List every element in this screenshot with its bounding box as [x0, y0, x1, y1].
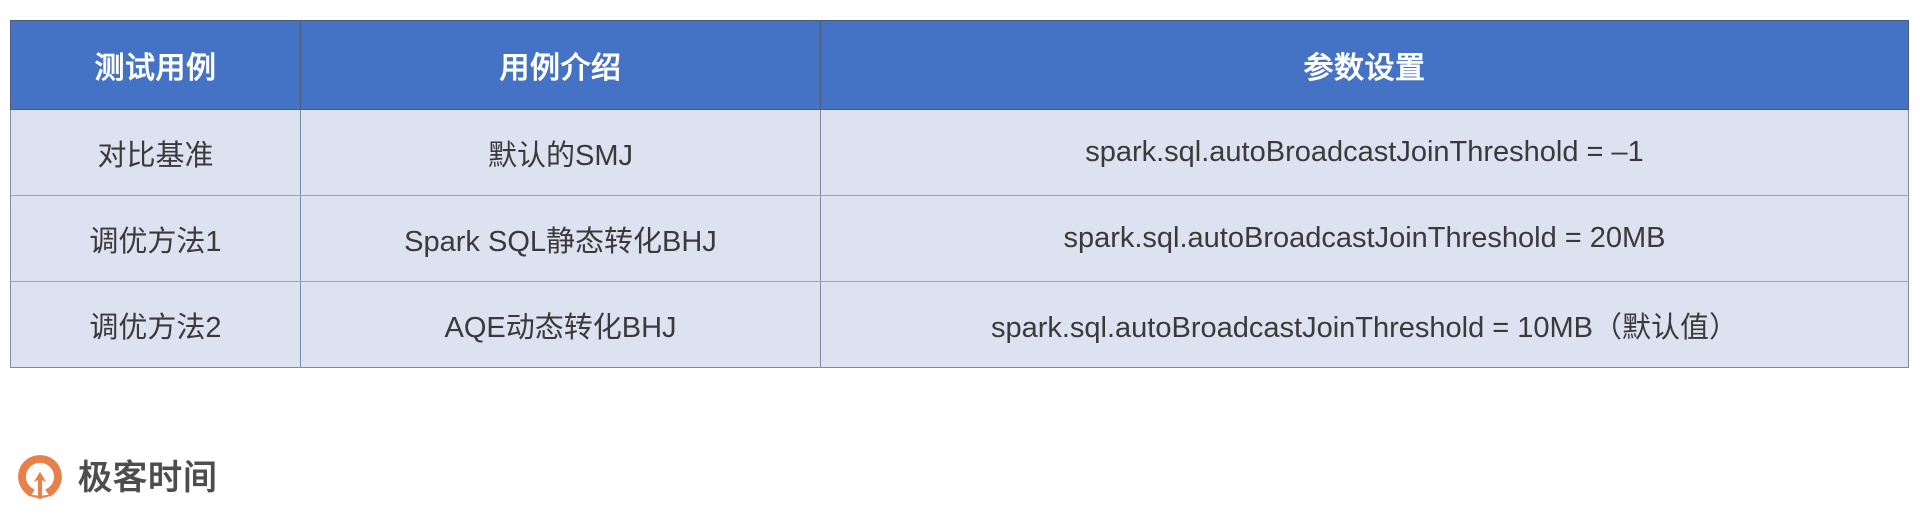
- cell-parameter-settings: spark.sql.autoBroadcastJoinThreshold = 2…: [820, 195, 1909, 282]
- cell-test-case: 调优方法2: [10, 281, 301, 368]
- cell-test-case: 对比基准: [10, 109, 301, 196]
- table-row: 调优方法2 AQE动态转化BHJ spark.sql.autoBroadcast…: [10, 281, 1909, 368]
- cell-parameter-settings: spark.sql.autoBroadcastJoinThreshold = –…: [820, 109, 1909, 196]
- column-header-parameter-settings: 参数设置: [820, 20, 1909, 110]
- geektime-logo-icon: [18, 455, 62, 499]
- table-row: 对比基准 默认的SMJ spark.sql.autoBroadcastJoinT…: [10, 109, 1909, 196]
- table-row: 调优方法1 Spark SQL静态转化BHJ spark.sql.autoBro…: [10, 195, 1909, 282]
- cell-case-intro: AQE动态转化BHJ: [300, 281, 821, 368]
- table-header-row: 测试用例 用例介绍 参数设置: [10, 20, 1909, 110]
- cell-parameter-settings: spark.sql.autoBroadcastJoinThreshold = 1…: [820, 281, 1909, 368]
- cell-case-intro: Spark SQL静态转化BHJ: [300, 195, 821, 282]
- column-header-case-intro: 用例介绍: [300, 20, 821, 110]
- table-header: 测试用例 用例介绍 参数设置: [10, 20, 1909, 110]
- table-body: 对比基准 默认的SMJ spark.sql.autoBroadcastJoinT…: [10, 109, 1909, 368]
- cell-case-intro: 默认的SMJ: [300, 109, 821, 196]
- brand-logo-text: 极客时间: [78, 458, 218, 498]
- column-header-test-case: 测试用例: [10, 20, 301, 110]
- brand-logo: 极客时间: [14, 452, 218, 504]
- cell-test-case: 调优方法1: [10, 195, 301, 282]
- comparison-table: 测试用例 用例介绍 参数设置 对比基准 默认的SMJ spark.sql.aut…: [10, 20, 1909, 368]
- comparison-table-container: 测试用例 用例介绍 参数设置 对比基准 默认的SMJ spark.sql.aut…: [10, 20, 1909, 368]
